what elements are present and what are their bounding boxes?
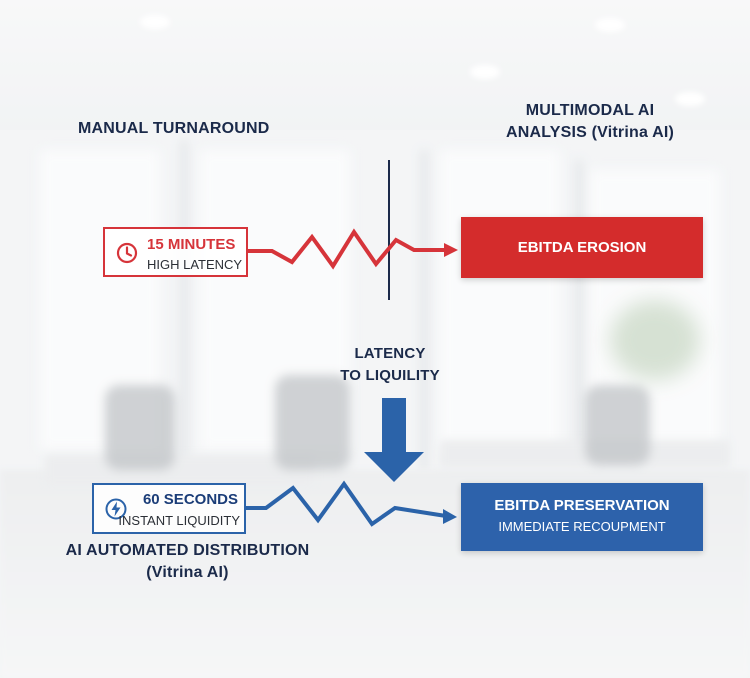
latency-to-liquidity-label: LATENCY TO LIQUILITY <box>320 343 460 387</box>
instant-liquidity-label: INSTANT LIQUIDITY <box>118 513 240 528</box>
desk <box>45 455 315 485</box>
ceiling-light <box>595 18 625 32</box>
ai-analysis-title-line2: ANALYSIS (Vitrina AI) <box>505 124 675 141</box>
ebitda-preservation-box: EBITDA PRESERVATION IMMEDIATE RECOUPMENT <box>461 483 703 551</box>
window <box>440 150 560 450</box>
chair <box>275 375 350 470</box>
window-frame <box>420 150 428 470</box>
window-frame <box>180 140 188 470</box>
ceiling <box>0 0 750 130</box>
immediate-recoupment-label: IMMEDIATE RECOUPMENT <box>498 519 666 534</box>
ai-time-value: 60 SECONDS <box>142 491 238 508</box>
chair <box>585 385 650 465</box>
ai-distribution-title-line1: AI AUTOMATED DISTRIBUTION <box>65 542 310 559</box>
ai-analysis-title-line1: MULTIMODAL AI <box>525 102 655 119</box>
ai-distribution-title: AI AUTOMATED DISTRIBUTION (Vitrina AI) <box>55 540 320 584</box>
manual-latency-box: 15 MINUTES HIGH LATENCY <box>103 227 248 277</box>
slow-zigzag-arrow <box>248 228 458 270</box>
lightning-icon <box>105 498 127 520</box>
ebitda-preservation-label: EBITDA PRESERVATION <box>494 497 670 514</box>
latency-label-line1: LATENCY <box>354 345 426 362</box>
ebitda-erosion-label: EBITDA EROSION <box>517 239 647 256</box>
fast-zigzag-arrow <box>246 480 457 527</box>
latency-label-line2: TO LIQUILITY <box>340 367 440 384</box>
clock-icon <box>116 242 138 264</box>
ai-distribution-title-line2: (Vitrina AI) <box>146 564 229 581</box>
window-frame <box>575 160 583 460</box>
ebitda-erosion-box: EBITDA EROSION <box>461 217 703 278</box>
center-divider <box>388 160 390 300</box>
ai-liquidity-box: 60 SECONDS INSTANT LIQUIDITY <box>92 483 246 534</box>
down-arrow <box>364 398 424 482</box>
ai-analysis-title: MULTIMODAL AI ANALYSIS (Vitrina AI) <box>470 100 710 144</box>
high-latency-label: HIGH LATENCY <box>147 257 243 272</box>
ceiling-light <box>470 65 500 79</box>
ceiling-light <box>140 15 170 29</box>
plant <box>610 300 700 380</box>
manual-time-value: 15 MINUTES <box>147 236 236 253</box>
chair <box>105 385 175 470</box>
manual-turnaround-title: MANUAL TURNAROUND <box>78 120 270 137</box>
ceiling-light <box>675 92 705 106</box>
